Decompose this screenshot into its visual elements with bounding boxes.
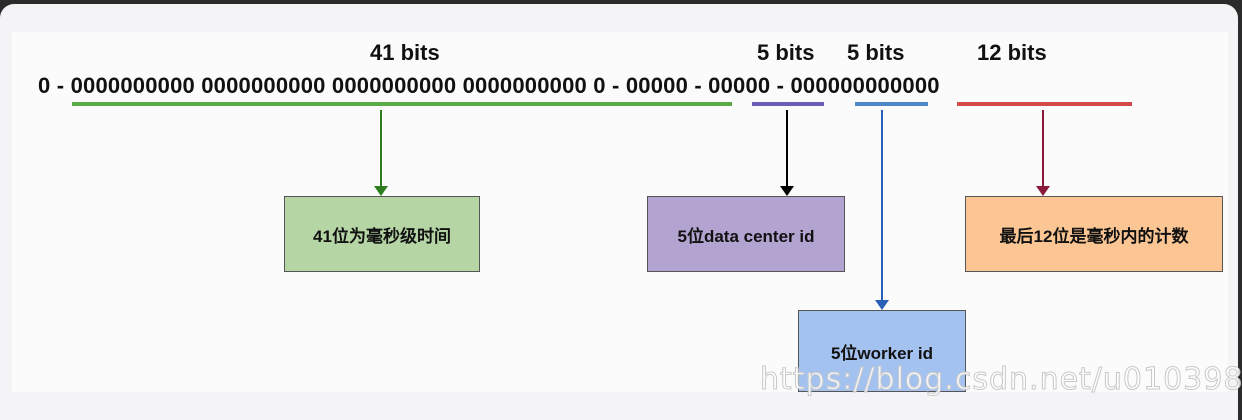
worker-underline: [855, 102, 928, 106]
arrowhead-icon: [780, 186, 794, 196]
worker-box: 5位worker id: [798, 310, 966, 392]
worker-bits-label: 5 bits: [847, 40, 905, 65]
datacenter-arrow: [786, 110, 788, 186]
datacenter-underline: [752, 102, 824, 106]
timestamp-bits-label: 41 bits: [370, 40, 440, 65]
sequence-underline: [957, 102, 1132, 106]
sequence-bits-label: 12 bits: [977, 40, 1047, 65]
arrowhead-icon: [1036, 186, 1050, 196]
datacenter-bits-label: 5 bits: [757, 40, 815, 65]
datacenter-box: 5位data center id: [647, 196, 845, 272]
timestamp-arrow: [380, 110, 382, 186]
sequence-arrow: [1042, 110, 1044, 186]
watermark: https://blog.csdn.net/u010398771: [760, 362, 1242, 398]
sequence-box: 最后12位是毫秒内的计数: [965, 196, 1223, 272]
bit-string: 0 - 0000000000 0000000000 0000000000 000…: [38, 73, 940, 98]
arrowhead-icon: [875, 300, 889, 310]
worker-arrow: [881, 110, 883, 300]
arrowhead-icon: [374, 186, 388, 196]
timestamp-underline: [72, 102, 732, 106]
timestamp-box: 41位为毫秒级时间: [284, 196, 480, 272]
